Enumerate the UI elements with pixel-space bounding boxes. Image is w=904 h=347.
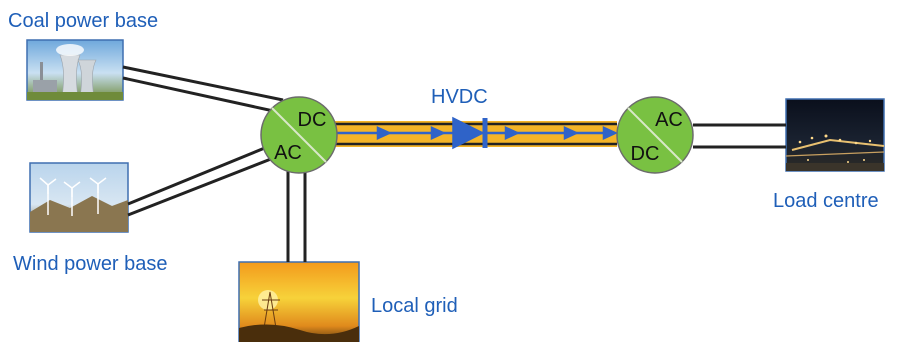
coal-power-base-label: Coal power base [8,10,158,33]
load-centre-label: Load centre [773,190,879,213]
ac-lines-local [288,168,305,262]
ac-lines-load [693,125,786,147]
sunset-transmission-image [239,262,359,342]
night-city-image [786,99,884,171]
hvdc-label: HVDC [431,86,488,109]
converter-left-top-label: DC [298,109,327,131]
converter-right-bottom-label: DC [631,143,660,165]
wind-power-base-label: Wind power base [13,253,168,276]
local-grid-label: Local grid [371,295,458,318]
coal-plant-image [27,40,123,100]
ac-lines-coal [123,67,283,112]
ac-lines-wind [128,145,276,215]
converter-station-right: AC DC [617,97,693,173]
wind-farm-image [30,163,128,232]
converter-left-bottom-label: AC [274,142,302,164]
converter-right-top-label: AC [655,109,683,131]
converter-station-left: DC AC [261,97,337,173]
hvdc-line [335,118,617,148]
